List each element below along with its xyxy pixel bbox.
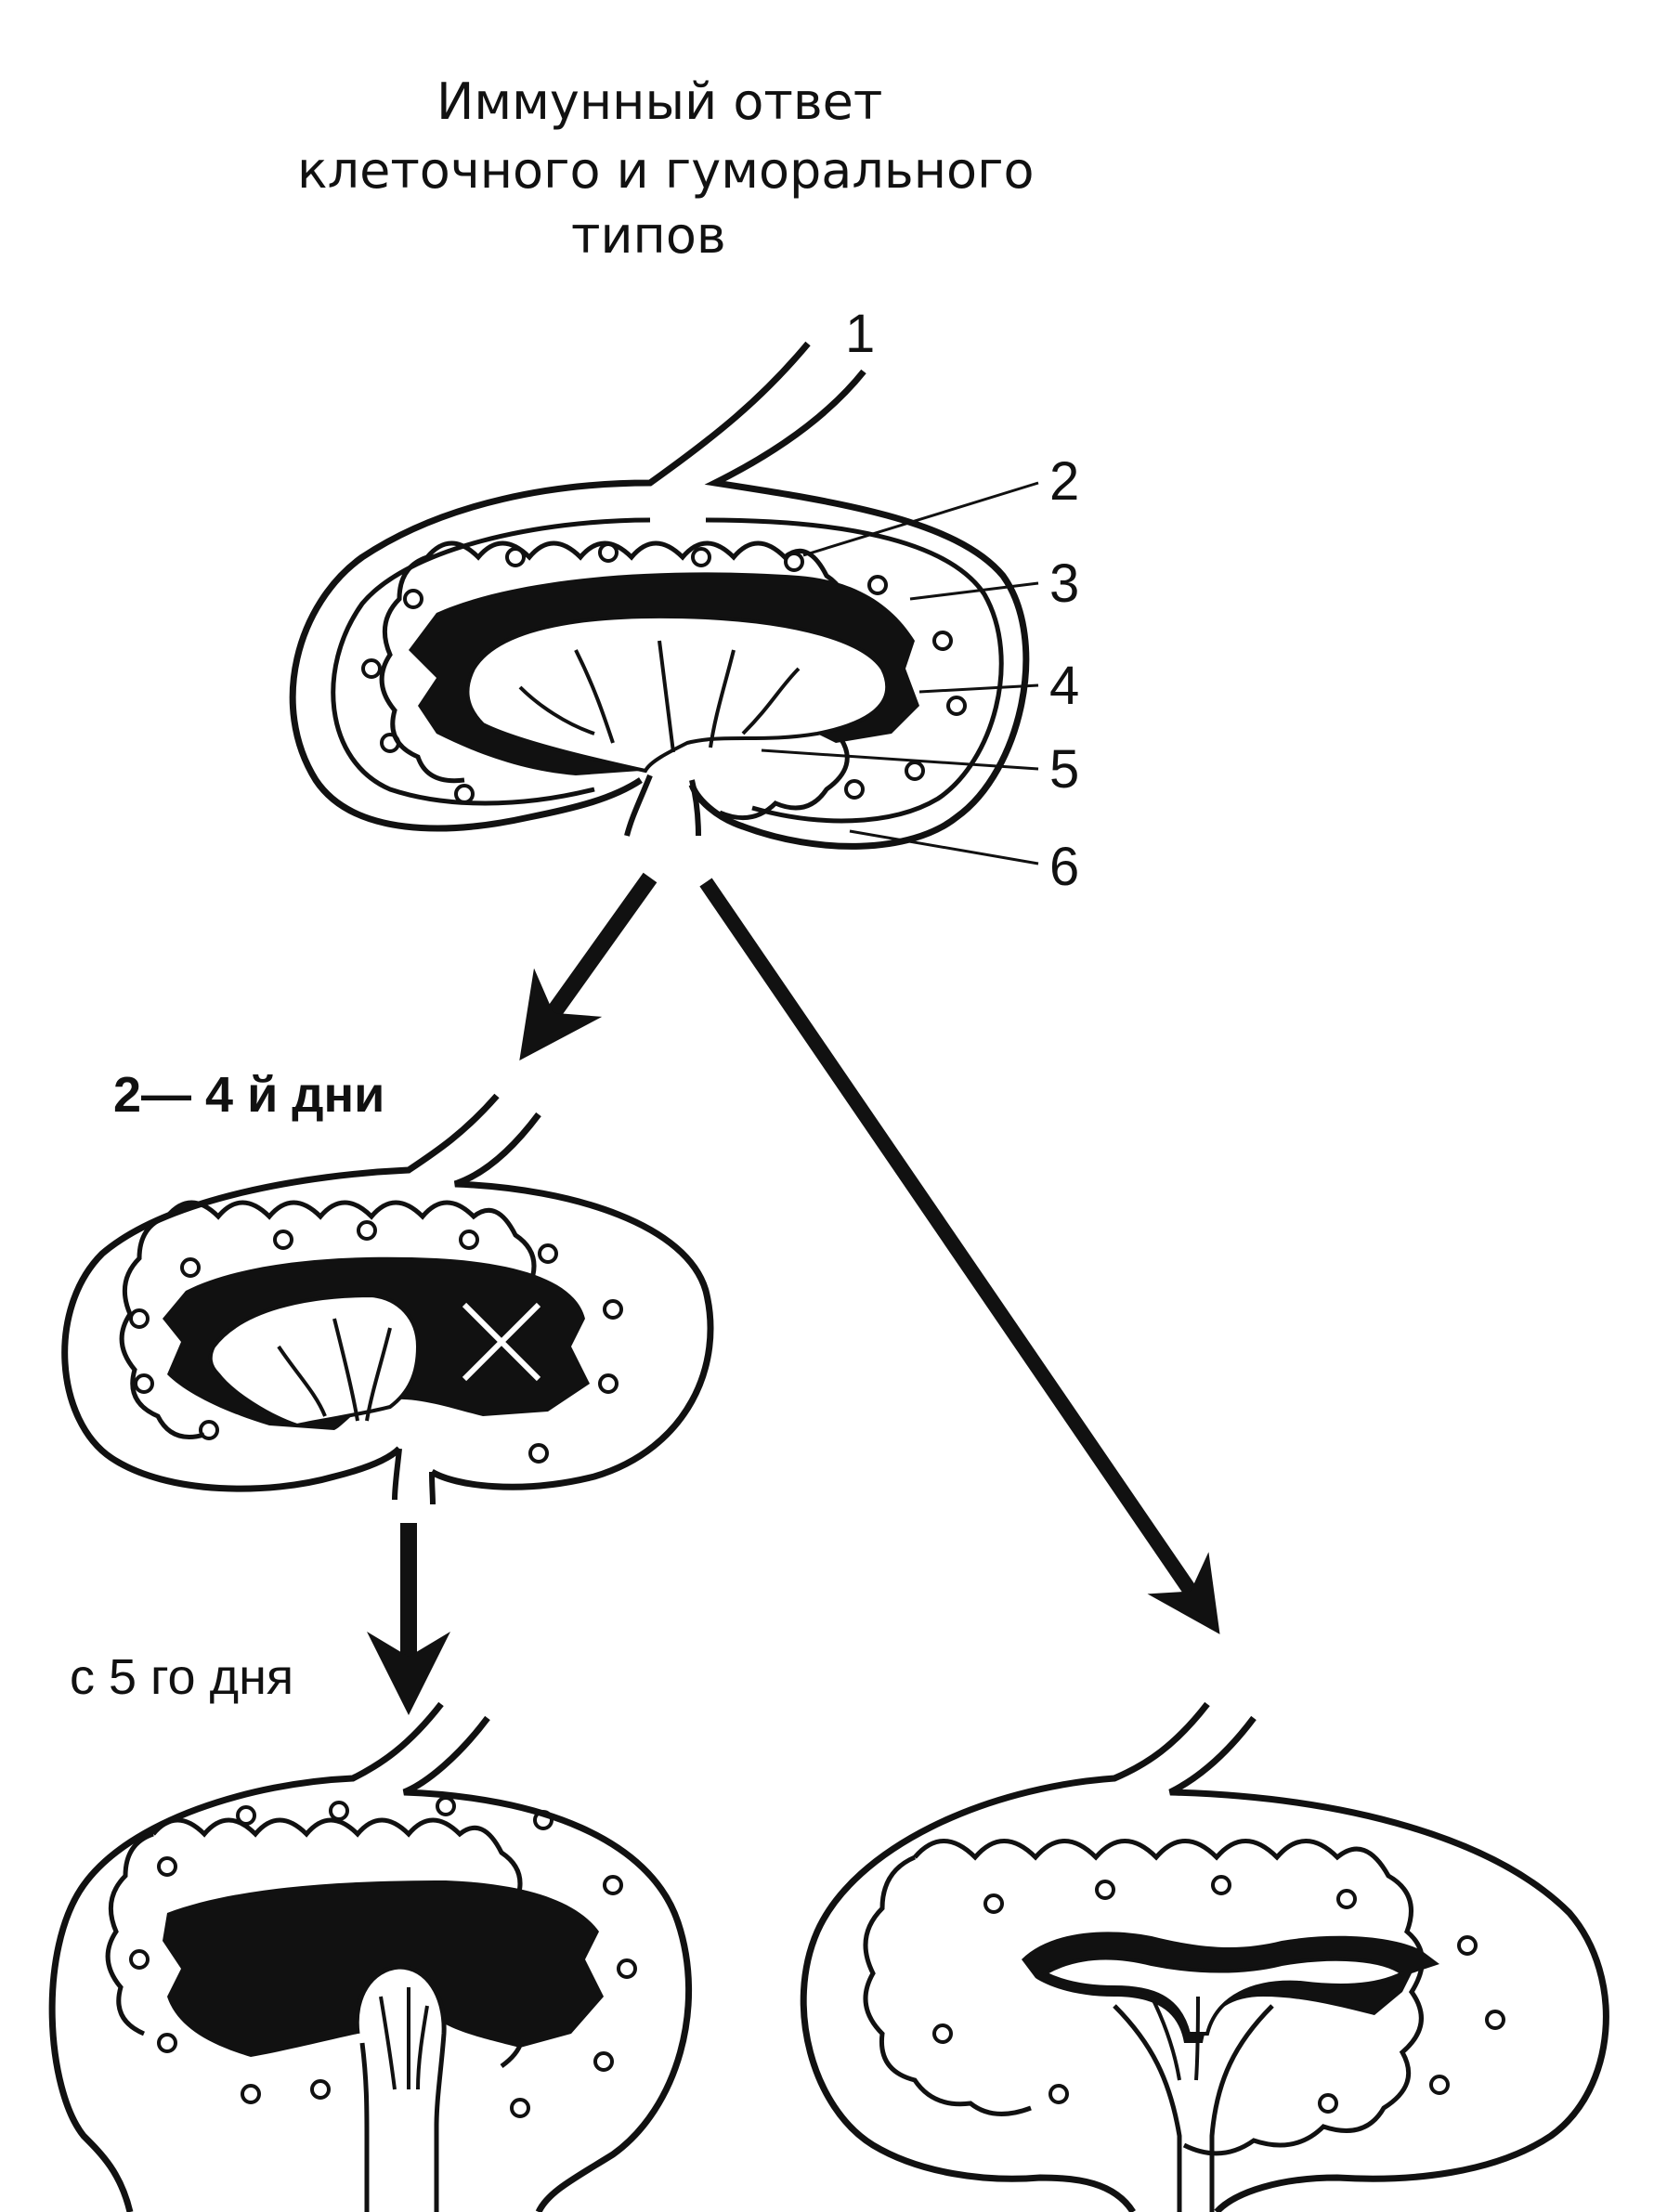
title-line-3: типов (571, 206, 726, 265)
lymph-node-initial (289, 341, 1030, 850)
lymph-node-day2-4 (61, 1093, 714, 1505)
stage-label-late: с 5 го дня (70, 1649, 294, 1705)
title-line-2: клеточного и гуморального (297, 141, 1035, 200)
label-leaders (761, 481, 1039, 865)
label-4: 4 (1049, 656, 1080, 716)
label-3: 3 (1049, 553, 1080, 614)
lymph-node-humoral (800, 1701, 1609, 2212)
flow-arrows (367, 872, 1220, 1715)
label-1: 1 (845, 304, 876, 364)
title-line-1: Иммунный ответ (436, 72, 883, 131)
label-6: 6 (1049, 837, 1080, 897)
label-5: 5 (1049, 739, 1080, 800)
lymph-node-day5-cellular (48, 1701, 693, 2212)
label-2: 2 (1049, 451, 1080, 512)
stage-label-early: 2— 4 й дни (113, 1067, 385, 1123)
